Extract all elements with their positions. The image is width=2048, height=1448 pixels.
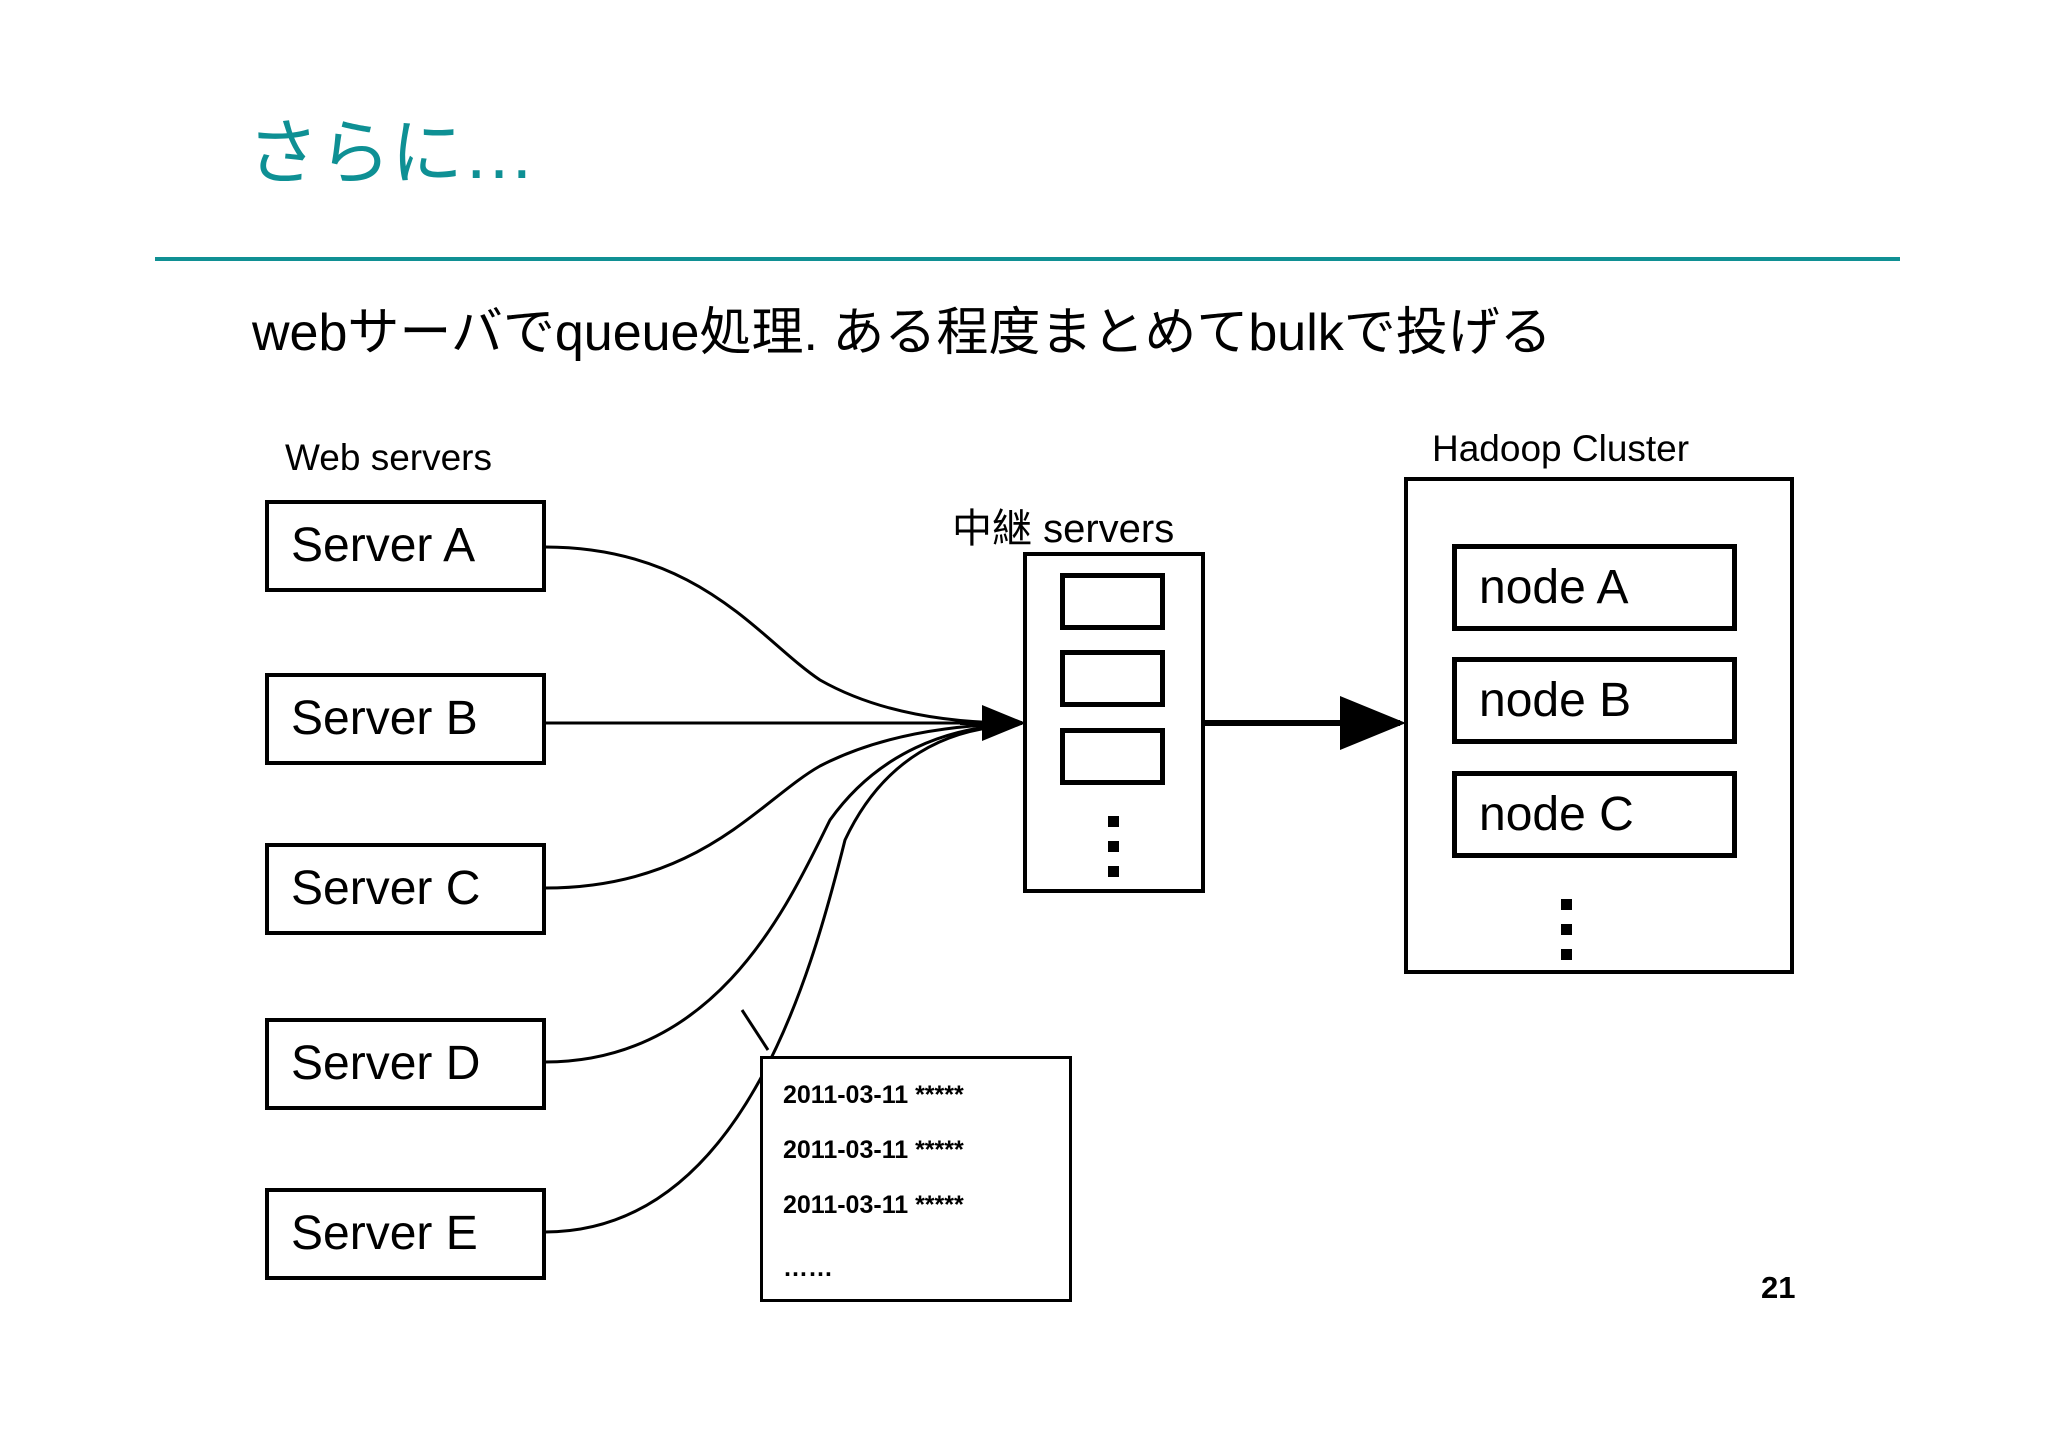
hadoop-node-label-c: node C	[1479, 787, 1634, 841]
hadoop-cluster-label: Hadoop Cluster	[1432, 428, 1690, 469]
page-title: さらに…	[247, 114, 536, 194]
log-line-1: 2011-03-11 *****	[783, 1081, 964, 1109]
log-line-2: 2011-03-11 *****	[783, 1136, 964, 1164]
log-line-ellipsis: ……	[783, 1254, 833, 1282]
log-sample-box: 2011-03-11 ***** 2011-03-11 ***** 2011-0…	[760, 1056, 1072, 1302]
page-number: 21	[1761, 1270, 1796, 1305]
log-line-3: 2011-03-11 *****	[783, 1191, 964, 1219]
hadoop-node-box-a[interactable]: node A	[1452, 544, 1737, 631]
relay-queue-slot-2[interactable]	[1060, 650, 1165, 707]
relay-servers-label: 中継 servers	[952, 507, 1175, 551]
web-server-box-a[interactable]: Server A	[265, 500, 546, 592]
web-server-box-c[interactable]: Server C	[265, 843, 546, 935]
web-server-label-b: Server B	[291, 692, 478, 745]
web-server-box-e[interactable]: Server E	[265, 1188, 546, 1280]
hadoop-ellipsis-icon	[1559, 899, 1573, 960]
title-divider	[155, 257, 1900, 261]
hadoop-node-label-a: node A	[1479, 560, 1629, 614]
hadoop-cluster-box[interactable]: node A node B node C	[1404, 477, 1794, 974]
hadoop-node-box-c[interactable]: node C	[1452, 771, 1737, 858]
web-server-label-e: Server E	[291, 1207, 478, 1260]
web-server-box-b[interactable]: Server B	[265, 673, 546, 765]
relay-ellipsis-icon	[1106, 816, 1120, 877]
web-servers-label: Web servers	[285, 437, 492, 478]
web-server-box-d[interactable]: Server D	[265, 1018, 546, 1110]
web-server-label-a: Server A	[291, 519, 476, 572]
web-server-label-c: Server C	[291, 862, 481, 915]
relay-queue-slot-3[interactable]	[1060, 728, 1165, 785]
web-server-label-d: Server D	[291, 1037, 481, 1090]
hadoop-node-box-b[interactable]: node B	[1452, 657, 1737, 744]
body-text: webサーバでqueue処理. ある程度まとめてbulkで投げる	[252, 304, 1552, 362]
hadoop-node-label-b: node B	[1479, 673, 1632, 727]
relay-queue-slot-1[interactable]	[1060, 573, 1165, 630]
relay-servers-box[interactable]	[1023, 552, 1205, 893]
